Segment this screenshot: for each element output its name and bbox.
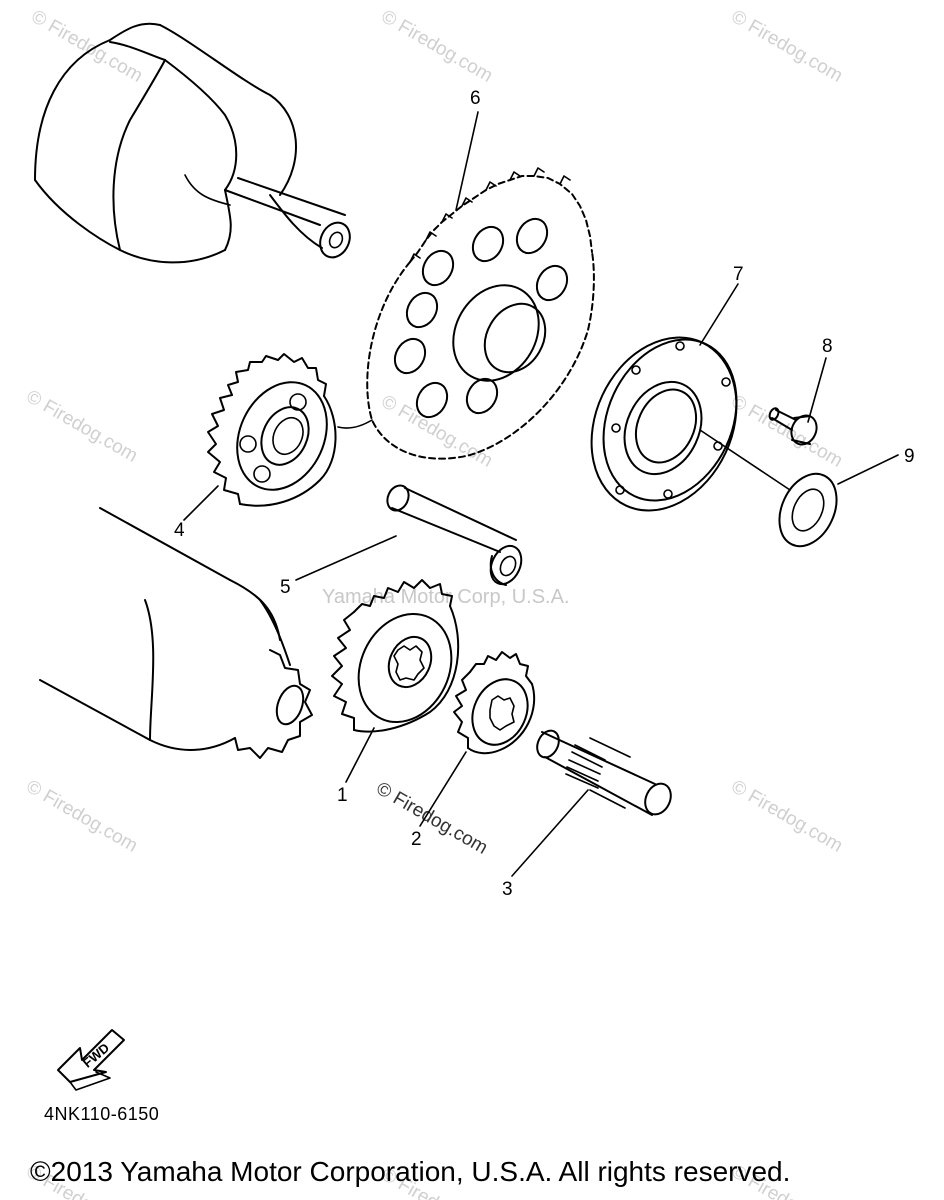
part-2-gear [453,651,536,755]
fwd-arrow-icon: FWD [57,1029,125,1091]
callout-labels: 1 2 3 4 5 6 7 8 9 [174,88,915,900]
part-9-washer [778,472,838,548]
watermark: © Firedog.com [728,6,847,87]
callout-9: 9 [904,446,915,467]
part-1-gear [331,579,460,733]
part-6-gear [337,167,595,460]
callout-3: 3 [502,879,513,900]
part-3-shaft [536,729,672,816]
center-watermark: Yamaha Motor Corp, U.S.A. [322,586,570,608]
callout-1: 1 [337,785,348,806]
balancer-shaft [39,507,313,759]
callout-4: 4 [174,520,185,541]
watermark: © Firedog.com [728,776,847,857]
callout-2: 2 [411,829,422,850]
part-5-pin [386,484,523,586]
watermark-dark: © Firedog.com [373,778,492,859]
part-8-bolt [768,407,818,446]
part-7-clutch [590,336,791,512]
watermark: © Firedog.com [378,391,497,472]
callout-7: 7 [733,264,744,285]
copyright-notice: ©2013 Yamaha Motor Corporation, U.S.A. A… [30,1156,791,1187]
callout-8: 8 [822,336,833,357]
leader-lines [183,111,899,877]
callout-6: 6 [470,88,481,109]
fwd-arrow-label: FWD [80,1040,112,1071]
part-4-gear [207,353,337,507]
callout-5: 5 [280,577,291,598]
watermark: © Firedog.com [23,386,142,467]
watermark: © Firedog.com [23,776,142,857]
diagram-code: 4NK110-6150 [44,1104,160,1124]
crankshaft [34,22,351,264]
watermark: © Firedog.com [378,6,497,87]
